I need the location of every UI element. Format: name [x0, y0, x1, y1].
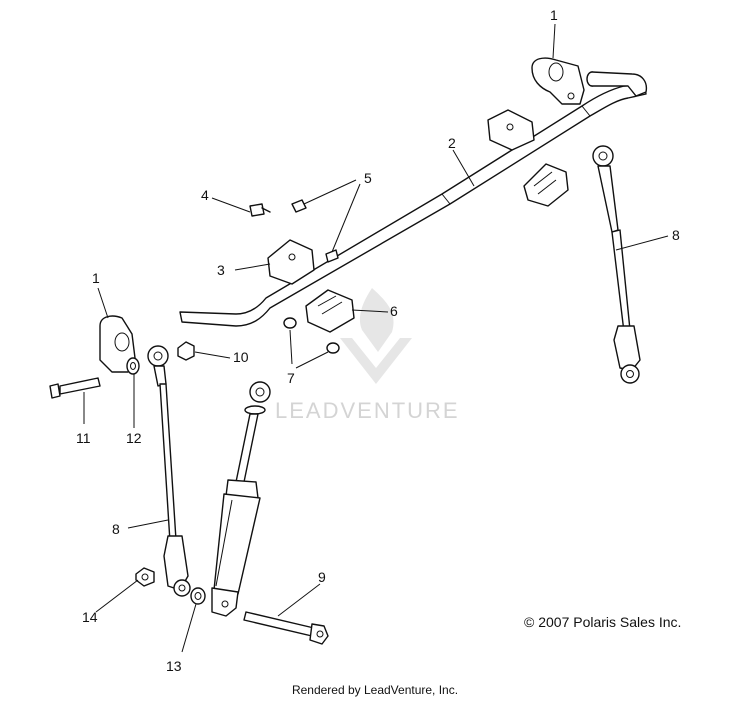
mount-bracket-top [487, 109, 535, 151]
nuts-7 [283, 317, 340, 354]
callout-1-left: 1 [92, 270, 100, 286]
leadventure-watermark-logo: LEADVENTURE [275, 288, 460, 423]
bolt-small-4 [249, 203, 271, 217]
washer-12 [126, 357, 140, 375]
nut-10 [177, 341, 195, 361]
end-link-left [147, 345, 191, 597]
callout-3: 3 [217, 262, 225, 278]
callout-13: 13 [166, 658, 182, 674]
shock-absorber [211, 381, 271, 617]
copyright-notice: © 2007 Polaris Sales Inc. [524, 614, 682, 630]
bolt-11 [49, 377, 101, 399]
callout-1-right: 1 [550, 7, 558, 23]
callout-14: 14 [82, 609, 98, 625]
callout-5: 5 [364, 170, 372, 186]
bolt-9 [243, 611, 329, 645]
callout-2: 2 [448, 135, 456, 151]
callout-4: 4 [201, 187, 209, 203]
stabilizer-bar [179, 71, 648, 327]
watermark-text: LEADVENTURE [275, 398, 460, 423]
footer-rendered-by: Rendered by LeadVenture, Inc. [291, 683, 459, 697]
screws-5 [291, 199, 339, 263]
callout-11: 11 [76, 430, 91, 446]
bushing-bracket-6 [305, 289, 355, 333]
bushing-clamp-right [531, 57, 585, 105]
callout-8-left: 8 [112, 521, 120, 537]
callout-9: 9 [318, 569, 326, 585]
callout-labels: 1 1 2 3 4 5 6 7 8 8 9 10 11 12 13 14 [76, 7, 680, 674]
callout-10: 10 [233, 349, 249, 365]
nut-14 [135, 567, 155, 587]
callout-12: 12 [126, 430, 142, 446]
bushing-clamp-left [99, 315, 137, 373]
mount-bracket-right [523, 163, 569, 207]
mount-bracket-left [267, 239, 315, 285]
callout-7: 7 [287, 370, 295, 386]
washer-13 [190, 587, 206, 605]
callout-8-right: 8 [672, 227, 680, 243]
callout-6: 6 [390, 303, 398, 319]
end-link-right [592, 145, 641, 384]
leader-lines [83, 23, 669, 653]
